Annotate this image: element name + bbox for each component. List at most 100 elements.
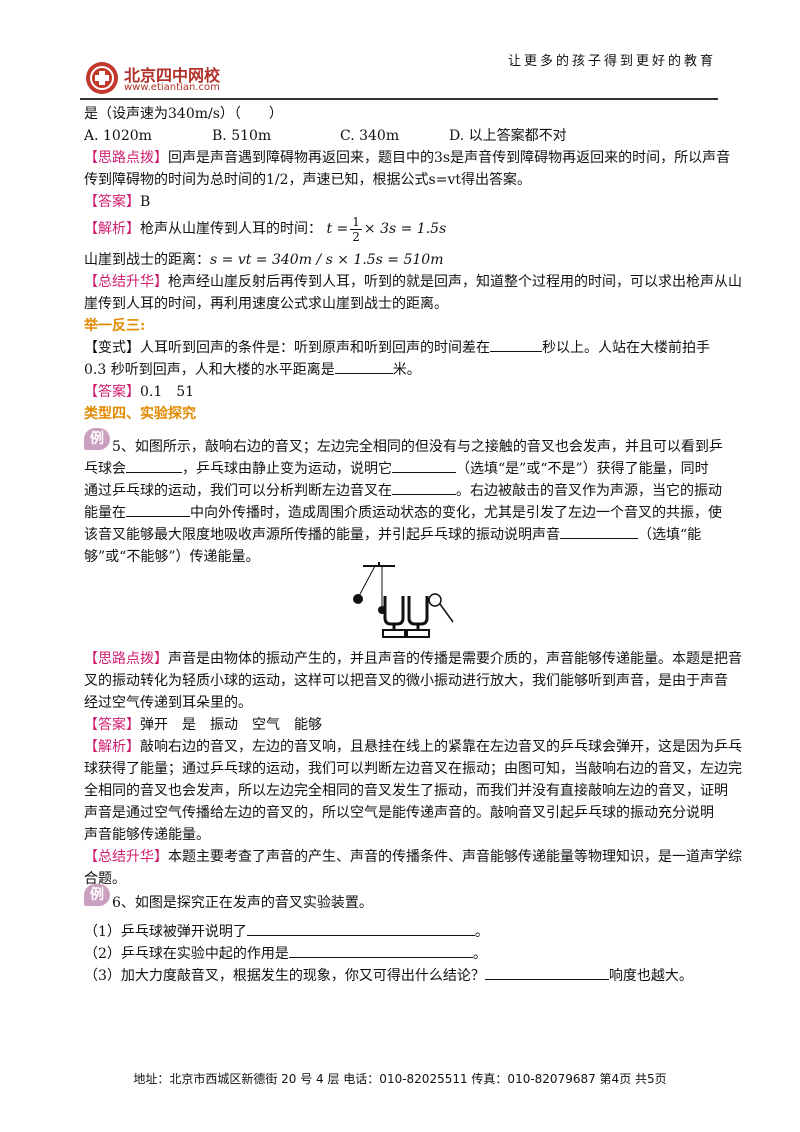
option-d: D. 以上答案都不对	[449, 128, 567, 144]
q5-answer-line: 【答案】弹开 是 振动 空气 能够	[84, 714, 322, 736]
hint-text: 回声是声音遇到障碍物再返回来，题目中的3s是声音传到障碍物再返回来的时间，所以声…	[168, 150, 731, 166]
fill-blank[interactable]	[246, 921, 475, 936]
fill-blank[interactable]	[126, 502, 190, 517]
q5-text: 该音叉能够最大限度地吸收声源所传播的能量，并引起乒乓球的振动说明声音	[84, 527, 560, 543]
variant-text-2b: 米。	[392, 362, 421, 378]
q5-text: ，乒乓球由静止变为运动，说明它	[182, 461, 392, 477]
answer-text: 0.1 51	[140, 384, 195, 400]
fill-blank[interactable]	[126, 458, 182, 473]
example-badge: 例	[84, 884, 110, 906]
formula-s: s = vt = 340m / s × 1.5s = 510m	[210, 252, 444, 268]
q5-line-5: 该音叉能够最大限度地吸收声源所传播的能量，并引起乒乓球的振动说明声音 （选填“能	[84, 524, 701, 546]
fill-blank[interactable]	[392, 458, 456, 473]
q6-item-2: （2）乒乓球在实验中起的作用是。	[84, 943, 487, 965]
variant-text-1b: 秒以上。人站在大楼前拍手	[542, 340, 710, 356]
q6-item-3: （3）加大力度敲音叉，根据发生的现象，你又可得出什么结论？ 响度也越大。	[84, 965, 693, 987]
summary-tag: 【总结升华】	[84, 849, 168, 865]
answer-tag: 【答案】	[84, 717, 140, 733]
q5-hint-line-1: 【思路点拨】声音是由物体的振动产生的，并且声音的传播是需要介质的，声音能够传递能…	[84, 648, 742, 670]
logo-url: www.etiantian.com	[124, 82, 220, 93]
formula-t-left: t =	[326, 221, 349, 237]
fill-blank[interactable]	[334, 359, 393, 374]
variant-text-1a: 人耳听到回声的条件是：听到原声和听到回声的时间差在	[140, 340, 490, 356]
q5-text: 中向外传播时，造成周围介质运动状态的变化，尤其是引发了左边一个音叉的共振，使	[190, 505, 722, 521]
fill-blank[interactable]	[288, 943, 473, 958]
fill-blank[interactable]	[490, 337, 542, 352]
q5-line-3: 通过乒乓球的运动，我们可以分析判断左边音叉在 。右边被敲击的音叉作为声源，当它的振…	[84, 480, 722, 502]
hint-tag: 【思路点拨】	[84, 651, 168, 667]
q5-text: 。右边被敲击的音叉作为声源，当它的振动	[456, 483, 722, 499]
q6-item-1: （1）乒乓球被弹开说明了 。	[84, 921, 489, 943]
formula-t-right: × 3s = 1.5s	[363, 221, 447, 237]
summary-line-1: 【总结升华】枪声经山崖反射后再传到人耳，听到的就是回声，知道整个过程用的时间，可…	[84, 271, 742, 293]
q5-text: 能量在	[84, 505, 126, 521]
q5-analysis-line-2: 球获得了能量；通过乒乓球的运动，我们可以判断左边音叉在振动；由图可知，当敲响右边…	[84, 761, 742, 777]
answer-tag: 【答案】	[84, 194, 140, 210]
q6-item-text: （3）加大力度敲音叉，根据发生的现象，你又可得出什么结论？	[84, 968, 485, 984]
q5-analysis-line-3: 全相同的音叉也会发声，所以左边完全相同的音叉发生了振动，而我们并没有直接敲响左边…	[84, 783, 728, 799]
answer-tag: 【答案】	[84, 384, 140, 400]
extension-title: 举一反三:	[84, 318, 146, 334]
q5-analysis-line-4: 声音是通过空气传播给左边的音叉的，所以空气是能传递声音的。敲响音叉引起乒乓球的振…	[84, 805, 714, 821]
hint-tag: 【思路点拨】	[84, 150, 168, 166]
option-c: C. 340m	[340, 128, 400, 144]
fraction-denominator: 2	[352, 229, 360, 244]
q6-item-text: （1）乒乓球被弹开说明了	[84, 924, 247, 940]
q5-line-2: 乓球会 ，乒乓球由静止变为运动，说明它 （选填“是”或“不是”）获得了能量，同时	[84, 458, 709, 480]
example-badge: 例	[84, 428, 110, 450]
q6-title: 6、如图是探究正在发声的音叉实验装置。	[112, 895, 373, 911]
q5-hint-line-2: 叉的振动转化为轻质小球的运动，这样可以把音叉的微小振动进行放大，我们能够听到声音…	[84, 673, 728, 689]
q5-analysis-line-5: 声音能够传递能量。	[84, 827, 210, 843]
header-divider	[80, 98, 718, 100]
variant-line-1: 【变式】人耳听到回声的条件是：听到原声和听到回声的时间差在 秒以上。人站在大楼前拍…	[84, 337, 710, 359]
analysis-line-2: 山崖到战士的距离：s = vt = 340m / s × 1.5s = 510m	[84, 249, 444, 271]
tuning-fork-figure	[353, 562, 454, 638]
summary-text: 枪声经山崖反射后再传到人耳，听到的就是回声，知道整个过程用的时间，可以求出枪声从…	[168, 274, 742, 290]
summary-line-2: 崖传到人耳的时间，再利用速度公式求山崖到战士的距离。	[84, 296, 448, 312]
variant-text-2a: 0.3 秒听到回声，人和大楼的水平距离是	[84, 362, 335, 378]
q5-summary-line-2: 合题。	[84, 871, 126, 887]
school-logo-icon	[86, 62, 118, 94]
page-footer: 地址：北京市西城区新德街 20 号 4 层 电话：010-82025511 传真…	[133, 1072, 667, 1086]
fill-blank[interactable]	[560, 524, 638, 539]
section-title: 类型四、实验探究	[84, 406, 196, 422]
hammer-icon	[428, 593, 442, 607]
q6-item-text: （2）乒乓球在实验中起的作用是	[84, 946, 289, 962]
q5-line-1: 5、如图所示，敲响右边的音叉；左边完全相同的但没有与之接触的音叉也会发声，并且可…	[112, 439, 723, 455]
q5-hint-line-3: 经过空气传递到耳朵里的。	[84, 695, 252, 711]
fraction-numerator: 1	[350, 214, 362, 230]
fill-blank[interactable]	[484, 965, 609, 980]
analysis-text: 敲响右边的音叉，左边的音叉响，且悬挂在线上的紧靠在左边音叉的乒乓球会弹开，这是因…	[140, 739, 742, 755]
q5-analysis-line-1: 【解析】敲响右边的音叉，左边的音叉响，且悬挂在线上的紧靠在左边音叉的乒乓球会弹开…	[84, 736, 742, 758]
hint-line-2: 传到障碍物的时间为总时间的1/2，声速已知，根据公式s=vt得出答案。	[84, 172, 531, 188]
analysis-tag: 【解析】	[84, 221, 140, 237]
answer-text: 弹开 是 振动 空气 能够	[140, 717, 322, 733]
variant-tag: 【变式】	[84, 340, 140, 356]
q5-text: （选填“能	[638, 527, 702, 543]
q5-text: 通过乒乓球的运动，我们可以分析判断左边音叉在	[84, 483, 392, 499]
extension-answer-line: 【答案】0.1 51	[84, 381, 194, 403]
variant-line-2: 0.3 秒听到回声，人和大楼的水平距离是 米。	[84, 359, 421, 381]
q5-line-4: 能量在 中向外传播时，造成周围介质运动状态的变化，尤其是引发了左边一个音叉的共振，…	[84, 502, 722, 524]
q6-item-text: 响度也越大。	[608, 968, 693, 984]
ping-pong-ball-icon	[353, 594, 363, 604]
header-slogan: 让更多的孩子得到更好的教育	[507, 54, 716, 69]
q5-text: 乓球会	[84, 461, 126, 477]
q5-line-6: 够”或“不能够”）传递能量。	[84, 549, 260, 565]
summary-tag: 【总结升华】	[84, 274, 168, 290]
hint-text: 声音是由物体的振动产生的，并且声音的传播是需要介质的，声音能够传递能量。本题是把…	[168, 651, 742, 667]
q5-text: （选填“是”或“不是”）获得了能量，同时	[456, 461, 709, 477]
fill-blank[interactable]	[392, 480, 456, 495]
q6-item-text: 。	[474, 924, 489, 940]
question-stem-tail: 是（设声速为340m/s）（ ）	[84, 106, 283, 122]
summary-text: 本题主要考查了声音的产生、声音的传播条件、声音能够传递能量等物理知识，是一道声学…	[168, 849, 742, 865]
logo-name: 北京四中网校	[124, 66, 221, 85]
analysis-text: 枪声从山崖传到人耳的时间：	[140, 221, 322, 237]
q5-summary-line-1: 【总结升华】本题主要考查了声音的产生、声音的传播条件、声音能够传递能量等物理知识…	[84, 846, 742, 868]
analysis-text-2: 山崖到战士的距离：	[84, 252, 210, 268]
answer-text: B	[140, 194, 151, 210]
option-b: B. 510m	[212, 128, 272, 144]
answer-line: 【答案】B	[84, 191, 150, 213]
